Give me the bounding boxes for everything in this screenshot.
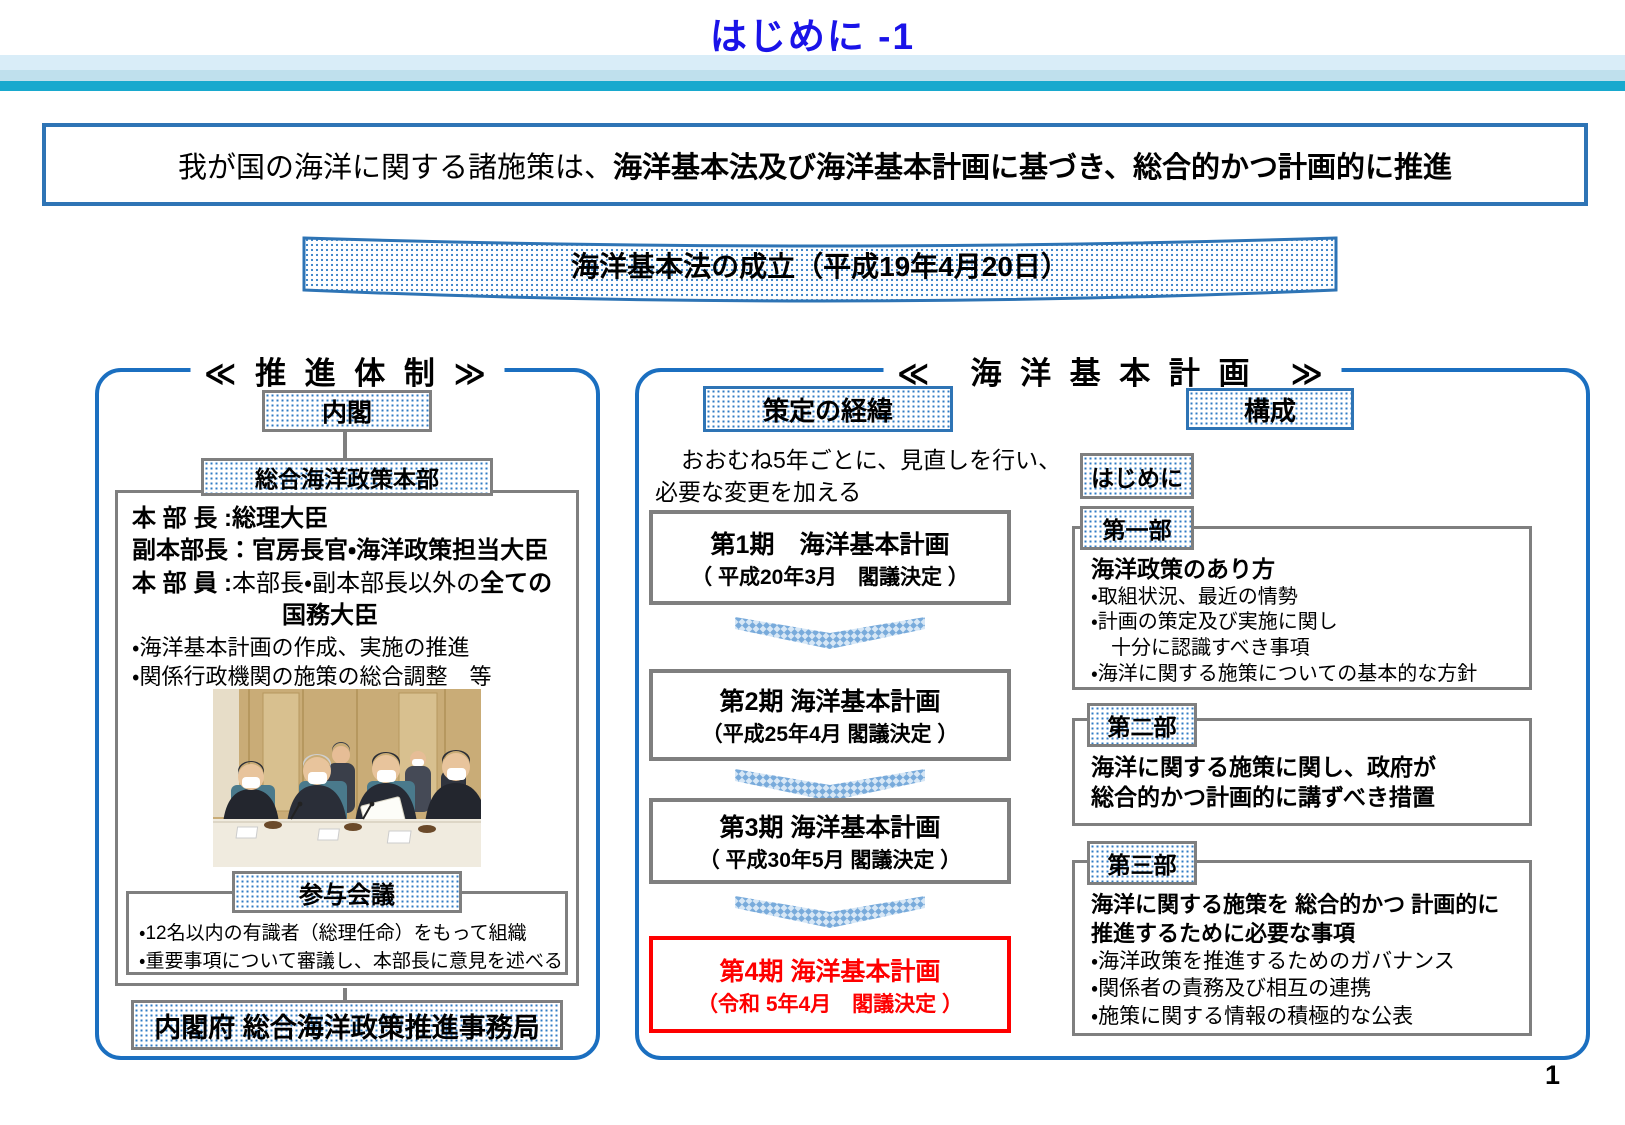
part2-heading-line1: 海洋に関する施策に関し、政府が [1091,754,1436,780]
part3-bullet-1: ・海洋政策を推進するためのガバナンス [1091,950,1455,974]
structure-part3-box: 海洋に関する施策を 総合的かつ 計画的に 推進するために必要な事項 ・海洋政策を… [1072,860,1532,1036]
page-number: 1 [1545,1060,1561,1090]
down-chevron [735,896,925,928]
law-banner-label: 海洋基本法の成立（平成19年4月20日） [571,250,1069,282]
header-band-light [0,55,1625,70]
hq-role-director: 本 部 長 :総理大臣 [132,505,328,532]
foreground-people [223,750,481,832]
history-tab: 策定の経緯 [703,386,953,432]
basic-plan-panel: ≪ 海 洋 基 本 計 画 ≫ 策定の経緯 構成 おおむね5年ごとに、見直しを行… [635,348,1590,1060]
basic-plan-heading: ≪ 海 洋 基 本 計 画 ≫ [883,348,1342,393]
down-chevron [735,769,925,801]
history-note: おおむね5年ごとに、見直しを行い、 必要な変更を加える [655,444,1065,508]
secretariat-box: 内閣府 総合海洋政策推進事務局 [131,1000,563,1050]
plan-phase-1: 第1期 海洋基本計画 （ 平成20年3月 閣議決定 ） [649,510,1011,605]
plan-phase-1-subtitle: （ 平成20年3月 閣議決定 ） [691,565,969,589]
structure-intro-tab: はじめに [1080,453,1194,499]
headquarters-detail-box: 本 部 長 :総理大臣 副本部長：官房長官・海洋政策担当大臣 本 部 員 :本部… [115,490,579,986]
promotion-system-panel: ≪ 推 進 体 制 ≫ 内閣 総合海洋政策本部 本 部 長 :総理大臣 副本部長… [95,348,600,1060]
hq-duty-1: ・海洋基本計画の作成、実施の推進 [132,634,470,660]
law-banner: 海洋基本法の成立（平成19年4月20日） [302,236,1338,303]
structure-part2-tab: 第二部 [1087,703,1197,747]
connector-cabinet-hq [343,432,347,460]
history-note-line1: おおむね5年ごとに、見直しを行い、 [681,447,1062,473]
plan-phase-3-title: 第3期 海洋基本計画 [719,814,941,842]
hq-role-members-regular: 本部長・副本部長以外の [232,569,481,597]
council-bullet-2: ・重要事項について審議し、本部長に意見を述べる [139,950,563,972]
hq-role-deputy: 副本部長：官房長官・海洋政策担当大臣 [132,537,549,565]
header-band-teal [0,81,1625,91]
part1-bullet-3: 十分に認識すべき事項 [1091,637,1310,660]
council-tab: 参与会議 [232,871,462,913]
statement-prefix: 我が国の海洋に関する諸施策は、 [178,151,614,184]
promotion-system-heading: ≪ 推 進 体 制 ≫ [190,348,505,393]
plan-phase-2: 第2期 海洋基本計画 （平成25年4月 閣議決定 ） [649,669,1011,761]
part1-bullet-2: ・計画の策定及び実施に関し [1091,611,1338,634]
part3-heading-line1: 海洋に関する施策を 総合的かつ 計画的に [1091,892,1500,917]
plan-phase-2-title: 第2期 海洋基本計画 [719,688,941,716]
part3-heading-line2: 推進するために必要な事項 [1091,920,1356,946]
plan-phase-2-subtitle: （平成25年4月 閣議決定 ） [701,723,959,746]
headquarters-roles: 本 部 長 :総理大臣 副本部長：官房長官・海洋政策担当大臣 本 部 員 :本部… [118,493,576,692]
council-detail-box: ・12名以内の有識者（総理任命）をもって組織 ・重要事項について審議し、本部長に… [126,891,568,975]
down-chevron [735,617,925,649]
part1-heading: 海洋政策のあり方 [1091,556,1275,582]
statement-box: 我が国の海洋に関する諸施策は、海洋基本法及び海洋基本計画に基づき、総合的かつ計画… [42,123,1588,206]
plan-phase-4-highlighted: 第4期 海洋基本計画 （令和 5年4月 閣議決定 ） [649,936,1011,1033]
hq-role-members-bold: 全ての [480,569,553,597]
structure-part1-tab: 第一部 [1080,506,1194,550]
statement-emphasis: 海洋基本法及び海洋基本計画に基づき、総合的かつ計画的に推進 [613,151,1452,184]
part3-bullet-2: ・関係者の責務及び相互の連携 [1091,977,1372,1001]
hq-role-members-line2: 国務大臣 [282,602,378,630]
connector-hq-secretariat [343,988,347,1000]
plan-phase-3-subtitle: （ 平成30年5月 閣議決定 ） [698,849,962,872]
table-items [235,801,436,844]
part1-bullet-1: ・取組状況、最近の情勢 [1091,585,1298,608]
plan-phase-3: 第3期 海洋基本計画 （ 平成30年5月 閣議決定 ） [649,798,1011,884]
structure-part1-box: 海洋政策のあり方 ・取組状況、最近の情勢 ・計画の策定及び実施に関し 十分に認識… [1072,526,1532,690]
history-note-line2: 必要な変更を加える [655,479,862,506]
structure-tab: 構成 [1186,388,1354,430]
hq-duty-2: ・関係行政機関の施策の総合調整 等 [132,664,492,690]
part3-bullet-3: ・施策に関する情報の積極的な公表 [1091,1004,1414,1028]
cabinet-box: 内閣 [262,390,432,432]
hq-role-members: 本 部 員 :本部長・副本部長以外の全ての [132,568,566,600]
part2-heading-line2: 総合的かつ計画的に講ずべき措置 [1091,783,1435,810]
structure-part3-tab: 第三部 [1087,841,1197,885]
header-band-medium [0,70,1625,81]
hq-role-members-label: 本 部 員 : [132,569,232,597]
page-title: はじめに -1 [709,16,916,57]
meeting-photo [213,689,481,867]
headquarters-tab: 総合海洋政策本部 [201,458,493,496]
plan-phase-4-title: 第4期 海洋基本計画 [719,957,941,986]
part1-bullet-4: ・海洋に関する施策についての基本的な方針 [1091,662,1478,685]
plan-phase-4-subtitle: （令和 5年4月 閣議決定 ） [696,992,964,1016]
council-bullet-1: ・12名以内の有識者（総理任命）をもって組織 [139,923,527,944]
plan-phase-1-title: 第1期 海洋基本計画 [710,530,950,559]
